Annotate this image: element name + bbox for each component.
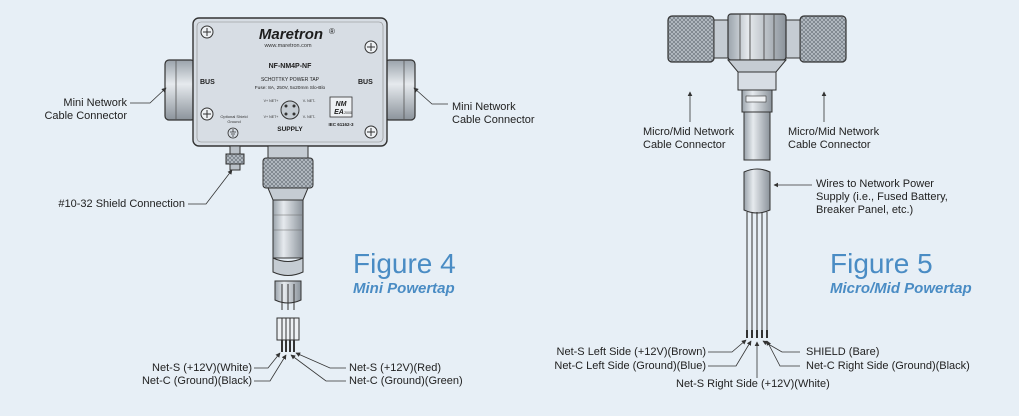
right-bus-connector: [384, 59, 416, 121]
figure5-subtitle: Micro/Mid Powertap: [830, 280, 972, 297]
supply-terminal: [280, 100, 300, 120]
label-line: Micro/Mid Network: [788, 126, 880, 138]
screw-icon: [364, 125, 378, 139]
wire-black-label: Net-C (Ground)(Black): [141, 375, 252, 387]
ground-label: Ground: [227, 119, 240, 124]
fig4-leaders: [130, 87, 448, 382]
brand-logo: Maretron: [259, 26, 323, 43]
screw-icon: [364, 40, 378, 54]
nmea-line2: EA: [334, 109, 344, 116]
right-micro-connector: [783, 15, 847, 63]
fig5-cable: [743, 168, 771, 338]
supply-cable-connector: [262, 145, 314, 310]
figure4-subtitle: Mini Powertap: [353, 280, 455, 297]
wire-red-label: Net-S (+12V)(Red): [349, 362, 442, 374]
wires-to-supply-label: Wires to Network Power Supply (i.e., Fus…: [816, 178, 948, 217]
wire-right-white-label: Net-S Right Side (+12V)(White): [676, 378, 830, 390]
bus-right-label: BUS: [358, 79, 373, 86]
fig5-right-connector-label: Micro/Mid Network Cable Connector: [788, 126, 879, 152]
wire-right-black-label: Net-C Right Side (Ground)(Black): [806, 360, 970, 372]
label-line: Cable Connector: [44, 110, 127, 122]
figure5-title: Figure 5: [830, 248, 933, 279]
device-text: Maretron ® www.maretron.com NF-NM4P-NF S…: [200, 26, 373, 133]
supply-label: SUPPLY: [277, 126, 303, 133]
fig4-left-connector-label: Mini Network Cable Connector: [44, 97, 127, 123]
tee-body: [726, 13, 788, 161]
label-line: Cable Connector: [643, 139, 726, 151]
screw-icon: [200, 25, 214, 39]
device-fuse: Fuse: 8A, 250V, 5x20mm Slo-Blo: [255, 85, 326, 91]
device-product: SCHOTTKY POWER TAP: [261, 77, 320, 83]
wire-shield-label: SHIELD (Bare): [806, 346, 880, 358]
device-url: www.maretron.com: [263, 43, 311, 49]
pin-label: V- NET-: [303, 115, 316, 119]
nmea-year: 2000: [344, 111, 352, 115]
bus-left-label: BUS: [200, 79, 215, 86]
optional-shield-label: Optional Shield: [220, 114, 247, 119]
label-line: Cable Connector: [452, 114, 535, 126]
figure4-title: Figure 4: [353, 248, 456, 279]
pin-label: V+ NET+: [264, 115, 279, 119]
fig5-left-connector-label: Micro/Mid Network Cable Connector: [643, 126, 734, 152]
fig4-wires: [276, 317, 300, 352]
label-line: Micro/Mid Network: [643, 126, 735, 138]
pin-label: V+ NET+: [264, 99, 279, 103]
wire-white-label: Net-S (+12V)(White): [152, 362, 252, 374]
device-model: NF-NM4P-NF: [269, 63, 312, 70]
wire-green-label: Net-C (Ground)(Green): [349, 375, 463, 387]
shield-connection-post: [225, 145, 245, 171]
left-micro-connector: [667, 15, 731, 63]
label-line: Cable Connector: [788, 139, 871, 151]
label-line: Wires to Network Power: [816, 178, 934, 190]
nmea-logo: [329, 96, 353, 118]
wire-blue-label: Net-C Left Side (Ground)(Blue): [554, 360, 706, 372]
screw-icon: [200, 107, 214, 121]
iec-label: IEC 61162-3: [328, 122, 354, 127]
registered-mark: ®: [329, 27, 335, 36]
fig4-right-connector-label: Mini Network Cable Connector: [452, 101, 535, 127]
label-line: Breaker Panel, etc.): [816, 204, 914, 216]
label-line: Mini Network: [452, 101, 516, 113]
nmea-line1: NM: [336, 101, 347, 108]
ground-icon: [227, 127, 239, 139]
label-line: Mini Network: [63, 97, 127, 109]
figure5-drawing: [667, 13, 847, 378]
shield-connection-label: #10-32 Shield Connection: [58, 198, 185, 210]
wire-brown-label: Net-S Left Side (+12V)(Brown): [556, 346, 706, 358]
fig5-leaders: [687, 91, 827, 378]
figure4-drawing: [130, 17, 448, 382]
left-bus-connector: [164, 59, 196, 121]
pin-label: V- NET-: [303, 99, 316, 103]
label-line: Supply (i.e., Fused Battery,: [816, 191, 948, 203]
